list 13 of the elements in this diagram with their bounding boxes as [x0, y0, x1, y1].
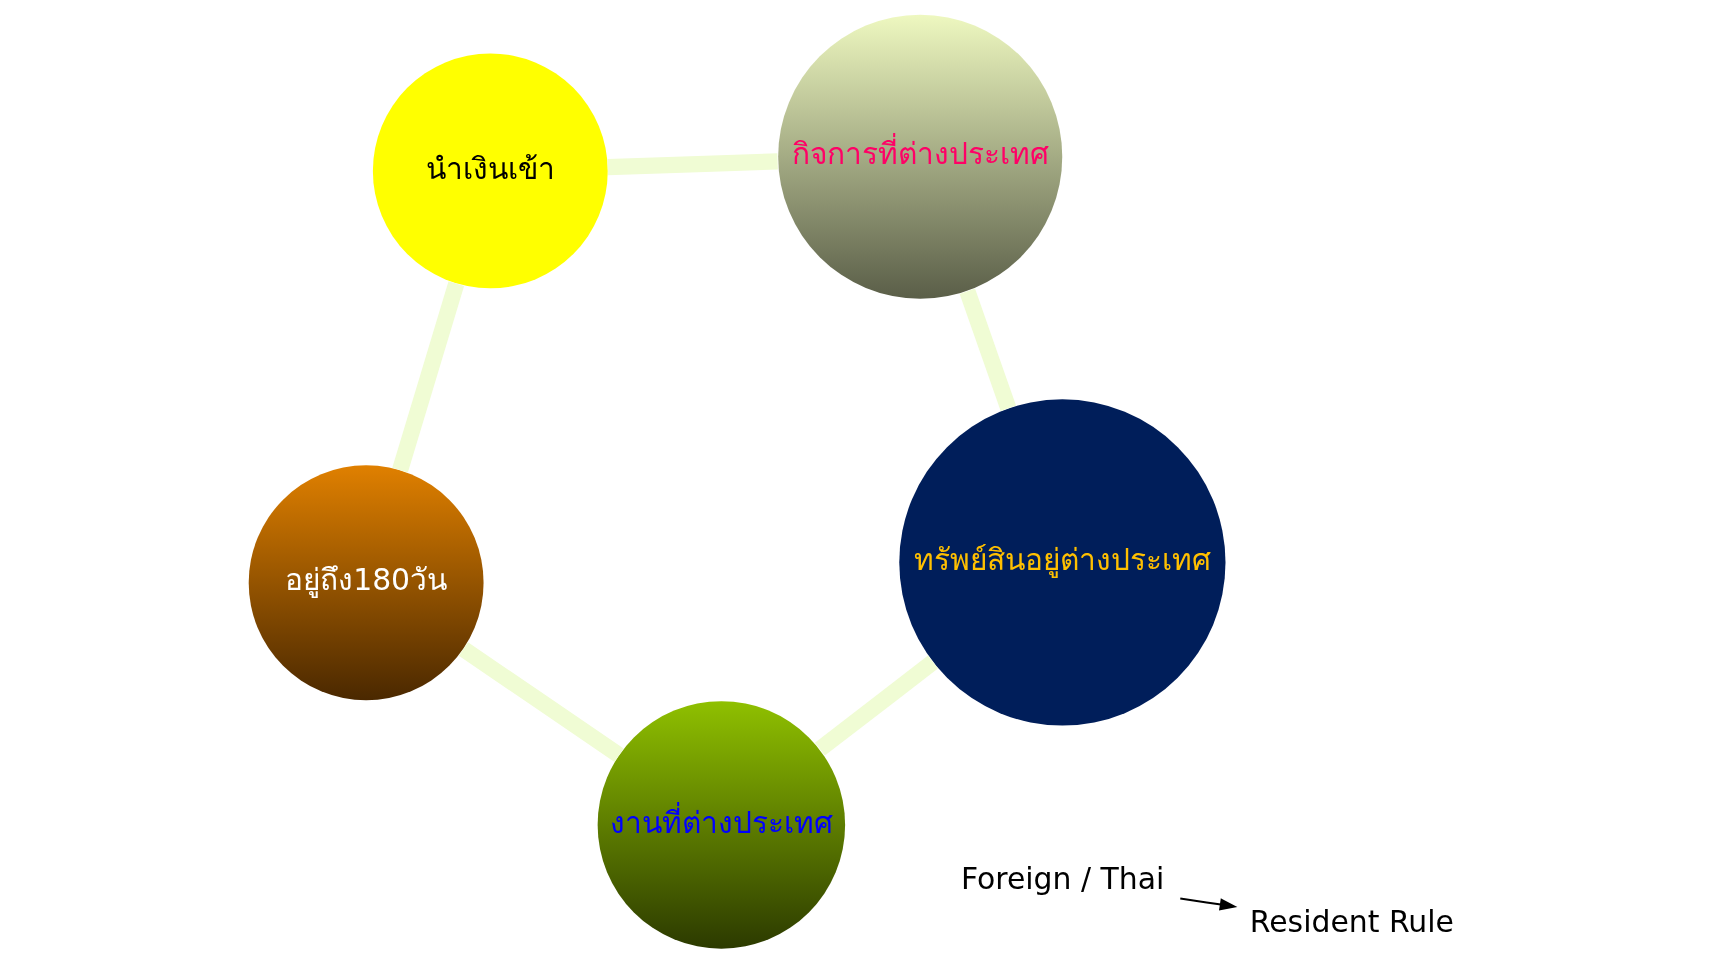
node-circle: กิจการที่ต่างประเทศ: [777, 14, 1062, 299]
connector: [607, 152, 778, 175]
node-circle: นำเงินเข้า: [372, 52, 608, 288]
node-text: Foreign / Thai: [960, 860, 1164, 896]
connector: [814, 655, 938, 756]
connector: [458, 641, 624, 762]
arrow: [1179, 897, 1237, 911]
connector: [391, 280, 464, 473]
node-circle: ทรัพย์สินอยู่ต่างประเทศ: [898, 398, 1225, 726]
node-circle: อยู่ถึง180วัน: [248, 464, 484, 700]
node-circle: งานที่ต่างประเทศ: [597, 700, 845, 949]
node-text: Resident Rule: [1249, 903, 1454, 939]
connector: [959, 288, 1016, 411]
